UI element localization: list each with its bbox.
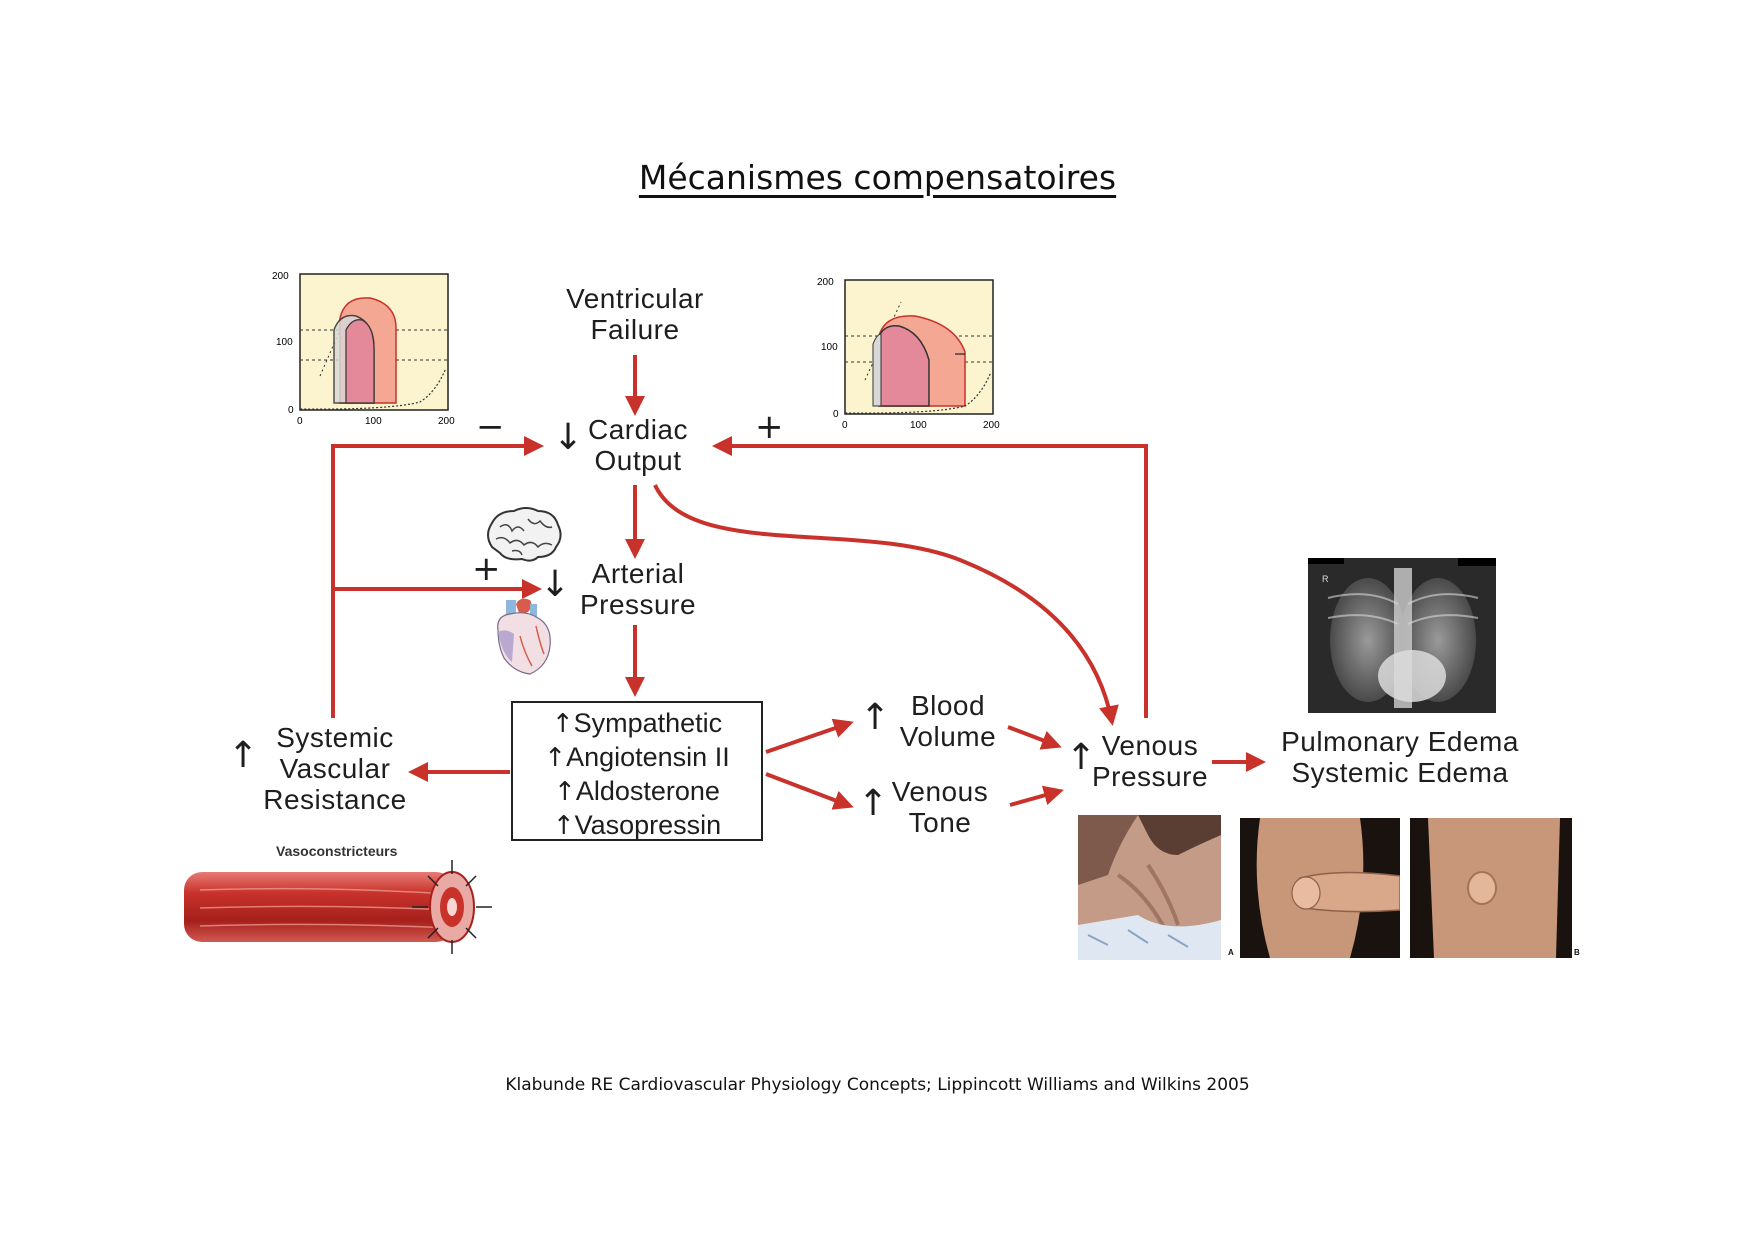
pv-right-x-tick-100: 100 xyxy=(910,420,927,431)
node-edema: Pulmonary Edema Systemic Edema xyxy=(1281,726,1519,788)
pv-left-x-tick-0: 0 xyxy=(297,416,303,427)
node-cardiac-output: Cardiac Output xyxy=(588,414,688,476)
vasoconstriction-label: Vasoconstricteurs xyxy=(276,843,398,859)
node-ventricular-failure: Ventricular Failure xyxy=(566,283,704,345)
pitting-edema-press-photo xyxy=(1240,818,1400,958)
up-arrow-icon: ↑ xyxy=(554,777,576,807)
citation: Klabunde RE Cardiovascular Physiology Co… xyxy=(505,1075,1250,1095)
pv-right-x-tick-0: 0 xyxy=(842,420,848,431)
jugular-vein-photo xyxy=(1078,815,1221,960)
xray-side-marker: R xyxy=(1322,574,1329,584)
box-row-vasopressin: ↑Vasopressin xyxy=(552,810,722,841)
pv-right-x-tick-200: 200 xyxy=(983,420,1000,431)
pv-loop-right: 200 100 0 0 100 200 xyxy=(817,277,1000,431)
up-arrow-venous-tone: ↑ xyxy=(858,783,889,824)
pv-loop-left: 200 100 0 0 100 200 xyxy=(272,271,455,427)
node-systemic-vascular-resistance: Systemic Vascular Resistance xyxy=(263,722,407,815)
pv-left-x-tick-200: 200 xyxy=(438,416,455,427)
heart-icon xyxy=(497,598,551,675)
brain-icon xyxy=(487,507,562,562)
arrow-svr-feedback xyxy=(331,436,544,718)
page-title: Mécanismes compensatoires xyxy=(638,158,1117,197)
plus-sign-right: + xyxy=(755,407,784,447)
chest-xray-image: R xyxy=(1308,558,1496,713)
node-venous-pressure: Venous Pressure xyxy=(1091,730,1209,792)
pv-right-y-tick-0: 0 xyxy=(833,409,839,420)
up-arrow-blood-volume: ↑ xyxy=(860,697,891,738)
up-arrow-icon: ↑ xyxy=(544,743,567,773)
pv-left-y-tick-100: 100 xyxy=(276,337,293,348)
pv-right-y-tick-200: 200 xyxy=(817,277,834,288)
box-row-angiotensin: ↑Angiotensin II xyxy=(544,742,730,773)
node-blood-volume: Blood Volume xyxy=(899,690,997,752)
pv-left-y-tick-0: 0 xyxy=(288,405,294,416)
neurohormonal-box: ↑Sympathetic ↑Angiotensin II ↑Aldosteron… xyxy=(511,701,763,841)
up-arrow-svr: ↑ xyxy=(228,735,259,776)
box-row-aldosterone: ↑Aldosterone xyxy=(554,776,720,807)
up-arrow-icon: ↑ xyxy=(551,709,574,739)
photo-label-b: B xyxy=(1574,948,1580,957)
down-arrow-arterial: ↓ xyxy=(540,564,571,605)
node-arterial-pressure: Arterial Pressure xyxy=(579,558,697,620)
pv-right-y-tick-100: 100 xyxy=(821,342,838,353)
box-row-sympathetic: ↑Sympathetic xyxy=(551,708,723,739)
down-arrow-cardiac: ↓ xyxy=(553,417,584,458)
vessel-illustration xyxy=(184,860,492,954)
up-arrow-venous-pressure: ↑ xyxy=(1066,737,1097,778)
pv-left-y-tick-200: 200 xyxy=(272,271,289,282)
arrow-output-to-venous xyxy=(653,484,1119,726)
arrow-box-to-venous-tone xyxy=(765,772,854,810)
up-arrow-icon: ↑ xyxy=(552,811,575,841)
minus-sign: − xyxy=(476,407,505,447)
arrow-venous-feedback xyxy=(712,436,1148,718)
arrow-blood-volume-to-venous xyxy=(1007,725,1062,750)
plus-sign-left: + xyxy=(472,549,501,589)
photo-label-a: A xyxy=(1228,948,1234,957)
pitting-edema-mark-photo xyxy=(1410,818,1572,958)
arrow-venous-tone-to-venous xyxy=(1009,785,1064,807)
pv-left-x-tick-100: 100 xyxy=(365,416,382,427)
arrow-box-to-blood-volume xyxy=(765,718,854,754)
node-venous-tone: Venous Tone xyxy=(891,776,989,838)
